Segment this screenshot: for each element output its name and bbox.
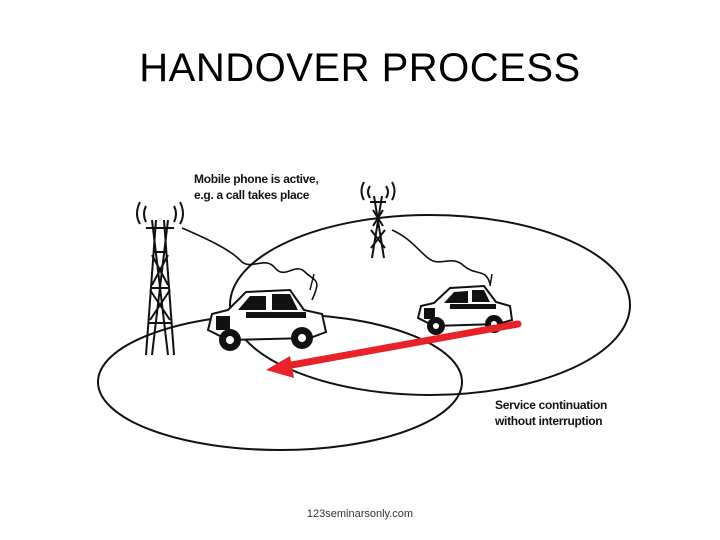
left-tower-icon (137, 202, 183, 355)
left-car-icon (208, 274, 326, 351)
label-phone-active-line1: Mobile phone is active, (194, 172, 318, 186)
handover-diagram: Mobile phone is active, e.g. a call take… (90, 160, 650, 490)
footer-source: 123seminarsonly.com (0, 508, 720, 520)
label-phone-active-line2: e.g. a call takes place (194, 188, 309, 202)
label-service-continuation-line2: without interruption (495, 414, 602, 428)
label-service-continuation-line1: Service continuation (495, 398, 607, 412)
radio-link-right (392, 230, 490, 284)
slide-title: HANDOVER PROCESS (0, 40, 720, 96)
